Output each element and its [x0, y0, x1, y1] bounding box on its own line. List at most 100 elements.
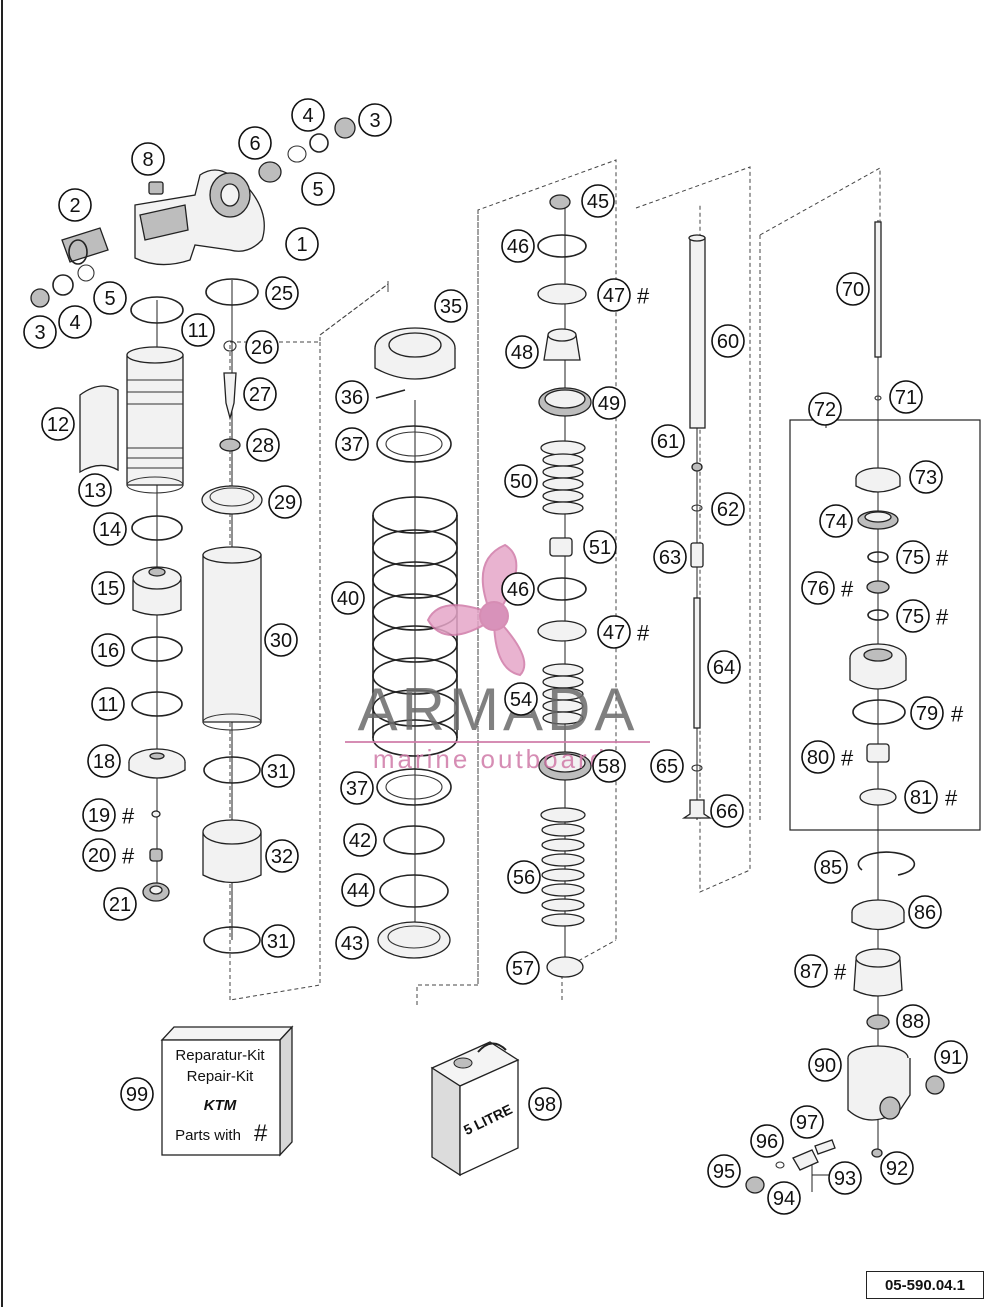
callout-85: 85 [814, 850, 848, 884]
callout-circle [504, 682, 538, 716]
callout-circle [358, 103, 392, 137]
callout-circle [87, 744, 121, 778]
watermark-tagline: marine outboards [373, 744, 623, 774]
callout-circle [896, 1004, 930, 1038]
callout-63: 63 [653, 540, 687, 574]
callout-circle [91, 687, 125, 721]
callout-label: 80 [807, 747, 829, 769]
repair-kit-box: Reparatur-Kit Repair-Kit KTM Parts with … [160, 1025, 294, 1157]
callout-circle [82, 838, 116, 872]
kit-marker: # [951, 702, 964, 727]
callout-circle [23, 315, 57, 349]
oil-can: 5 LITRE [430, 1041, 520, 1177]
callout-47: 47# [597, 278, 650, 312]
callout-4: 4 [291, 98, 325, 132]
callout-circle [801, 740, 835, 774]
callout-label: 60 [717, 331, 739, 353]
callout-circle [82, 798, 116, 832]
callout-label: 72 [814, 399, 836, 421]
cylinder-ridges [127, 379, 183, 469]
callout-circle [268, 485, 302, 519]
callout-circle [836, 272, 870, 306]
callout-54: 54 [504, 682, 538, 716]
callout-label: 87 [800, 961, 822, 983]
callout-65: 65 [650, 749, 684, 783]
callout-28: 28 [246, 428, 280, 462]
callout-31: 31 [261, 924, 295, 958]
callout-90: 90 [808, 1048, 842, 1082]
callout-42: 42 [343, 823, 377, 857]
callout-21: 21 [103, 887, 137, 921]
callout-label: 21 [109, 894, 131, 916]
callout-circle [653, 540, 687, 574]
callout-circle [790, 1105, 824, 1139]
kit-marker: # [637, 621, 650, 646]
callout-label: 28 [252, 435, 274, 457]
callout-88: 88 [896, 1004, 930, 1038]
kit-marker: # [936, 605, 949, 630]
kit-marker: # [122, 804, 135, 829]
callout-label: 94 [773, 1188, 795, 1210]
callout-label: 56 [513, 867, 535, 889]
callout-circle [794, 954, 828, 988]
callout-75: 75# [896, 599, 949, 633]
callout-circle [340, 771, 374, 805]
callout-44: 44 [341, 873, 375, 907]
callout-93: 93 [828, 1161, 862, 1195]
callout-3: 3 [23, 315, 57, 349]
callout-19: 19# [82, 798, 135, 832]
callout-30: 30 [264, 623, 298, 657]
callout-label: 31 [267, 761, 289, 783]
callout-circle [801, 571, 835, 605]
callout-label: 4 [302, 105, 313, 127]
callout-circle [335, 380, 369, 414]
callout-circle [93, 281, 127, 315]
callout-61: 61 [651, 424, 685, 458]
callout-label: 30 [270, 630, 292, 652]
watermark-brand: ARMADA [358, 676, 639, 743]
callout-99: 99 [120, 1077, 154, 1111]
callout-circle [341, 873, 375, 907]
callout-label: 40 [337, 588, 359, 610]
callout-35: 35 [434, 289, 468, 323]
callout-60: 60 [711, 324, 745, 358]
callout-label: 27 [249, 384, 271, 406]
callout-circle [291, 98, 325, 132]
callout-29: 29 [268, 485, 302, 519]
callout-circle [243, 377, 277, 411]
callout-circle [41, 407, 75, 441]
callout-label: 66 [716, 801, 738, 823]
callout-94: 94 [767, 1181, 801, 1215]
callout-label: 11 [98, 694, 119, 716]
kit-marker: # [834, 960, 847, 985]
callout-66: 66 [710, 794, 744, 828]
callout-45: 45 [581, 184, 615, 218]
callout-80: 80# [801, 740, 854, 774]
callout-circle [597, 278, 631, 312]
callout-circle [91, 571, 125, 605]
callout-31: 31 [261, 754, 295, 788]
callout-circle [651, 424, 685, 458]
callout-circle [581, 184, 615, 218]
callout-label: 46 [507, 236, 529, 258]
callout-circle [238, 126, 272, 160]
callout-label: 11 [188, 320, 209, 342]
callout-86: 86 [908, 895, 942, 929]
callout-circle [434, 289, 468, 323]
callout-label: 16 [97, 640, 119, 662]
callout-label: 3 [369, 110, 380, 132]
callout-40: 40 [331, 581, 365, 615]
callout-label: 81 [910, 787, 932, 809]
callout-label: 6 [249, 133, 260, 155]
shim-stack-56 [540, 807, 586, 927]
callout-label: 62 [717, 499, 739, 521]
callout-label: 42 [349, 830, 371, 852]
callout-label: 8 [142, 149, 153, 171]
diagram-reference: 05-590.04.1 [866, 1271, 984, 1299]
callout-label: 63 [659, 547, 681, 569]
callout-circle [93, 512, 127, 546]
callout-circle [506, 951, 540, 985]
callout-circle [909, 460, 943, 494]
callout-circle [814, 850, 848, 884]
callout-15: 15 [91, 571, 125, 605]
